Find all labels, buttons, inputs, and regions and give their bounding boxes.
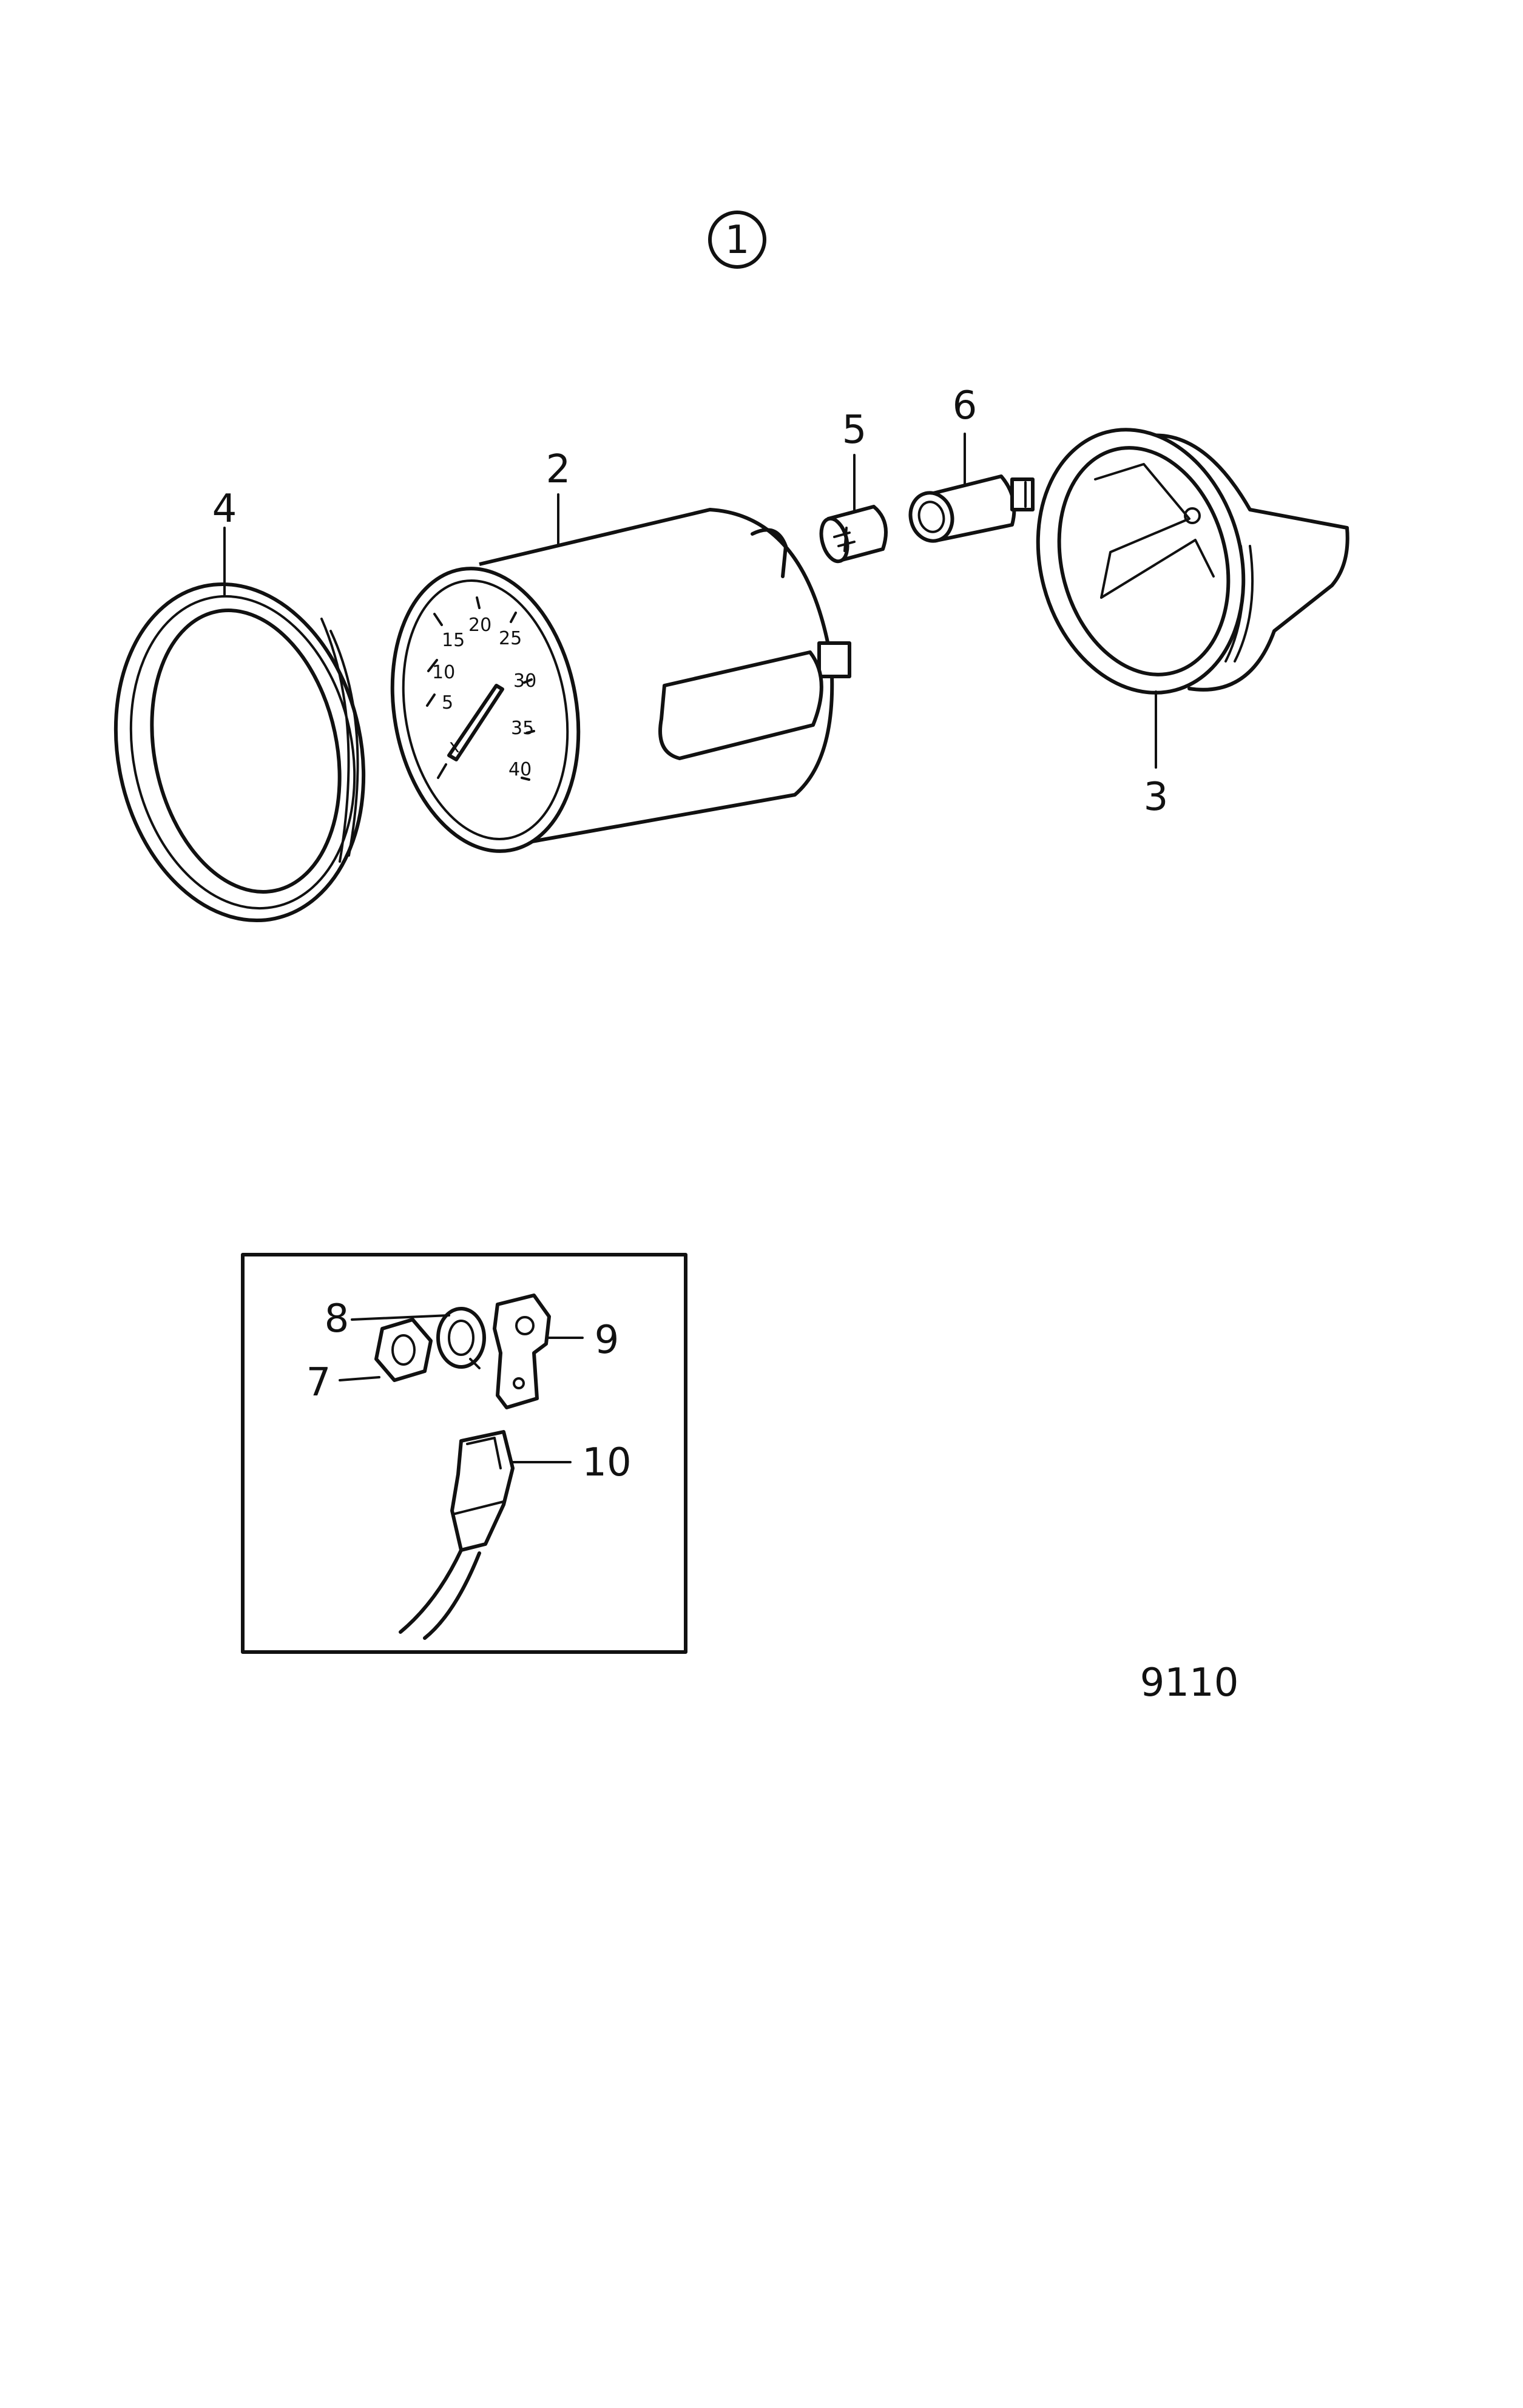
dial-number-40: 40 (508, 759, 532, 780)
detail-inset: 7 8 9 10 (241, 1253, 687, 1654)
dial-number-5: 5 (442, 692, 453, 713)
callout-7: 7 (306, 1360, 331, 1405)
hex-nut (374, 1318, 433, 1382)
gauge-body: 5 10 15 20 25 30 35 40 x (390, 508, 851, 853)
callout-8: 8 (325, 1297, 350, 1341)
gauge-cowl (1036, 428, 1349, 695)
lock-washer (436, 1307, 486, 1369)
dial-unit-label: x (449, 736, 460, 757)
bulb-holder (908, 474, 1035, 543)
terminal-plate (493, 1293, 551, 1409)
callout-6: 6 (953, 383, 978, 428)
dial-number-20: 20 (468, 615, 491, 636)
leader-7 (339, 1376, 380, 1381)
callout-9: 9 (595, 1318, 620, 1363)
dial-number-10: 10 (432, 662, 455, 683)
dial-number-30: 30 (513, 670, 536, 692)
callout-3: 3 (1144, 775, 1169, 820)
drawing-number: 9110 (1140, 1661, 1239, 1705)
inset-frame (241, 1253, 687, 1654)
leader-8 (351, 1314, 450, 1321)
callout-10: 10 (582, 1440, 631, 1485)
bezel-ring (113, 582, 366, 923)
callout-2: 2 (546, 447, 571, 492)
dial-number-25: 25 (499, 628, 522, 649)
dial-number-35: 35 (511, 718, 534, 739)
cable-connector (399, 1430, 515, 1640)
bulb (819, 505, 888, 564)
dial-number-15: 15 (442, 630, 465, 651)
callout-4: 4 (212, 487, 237, 531)
view-marker-number: 1 (725, 218, 750, 263)
view-marker: 1 (708, 211, 766, 269)
callout-5: 5 (842, 408, 867, 453)
